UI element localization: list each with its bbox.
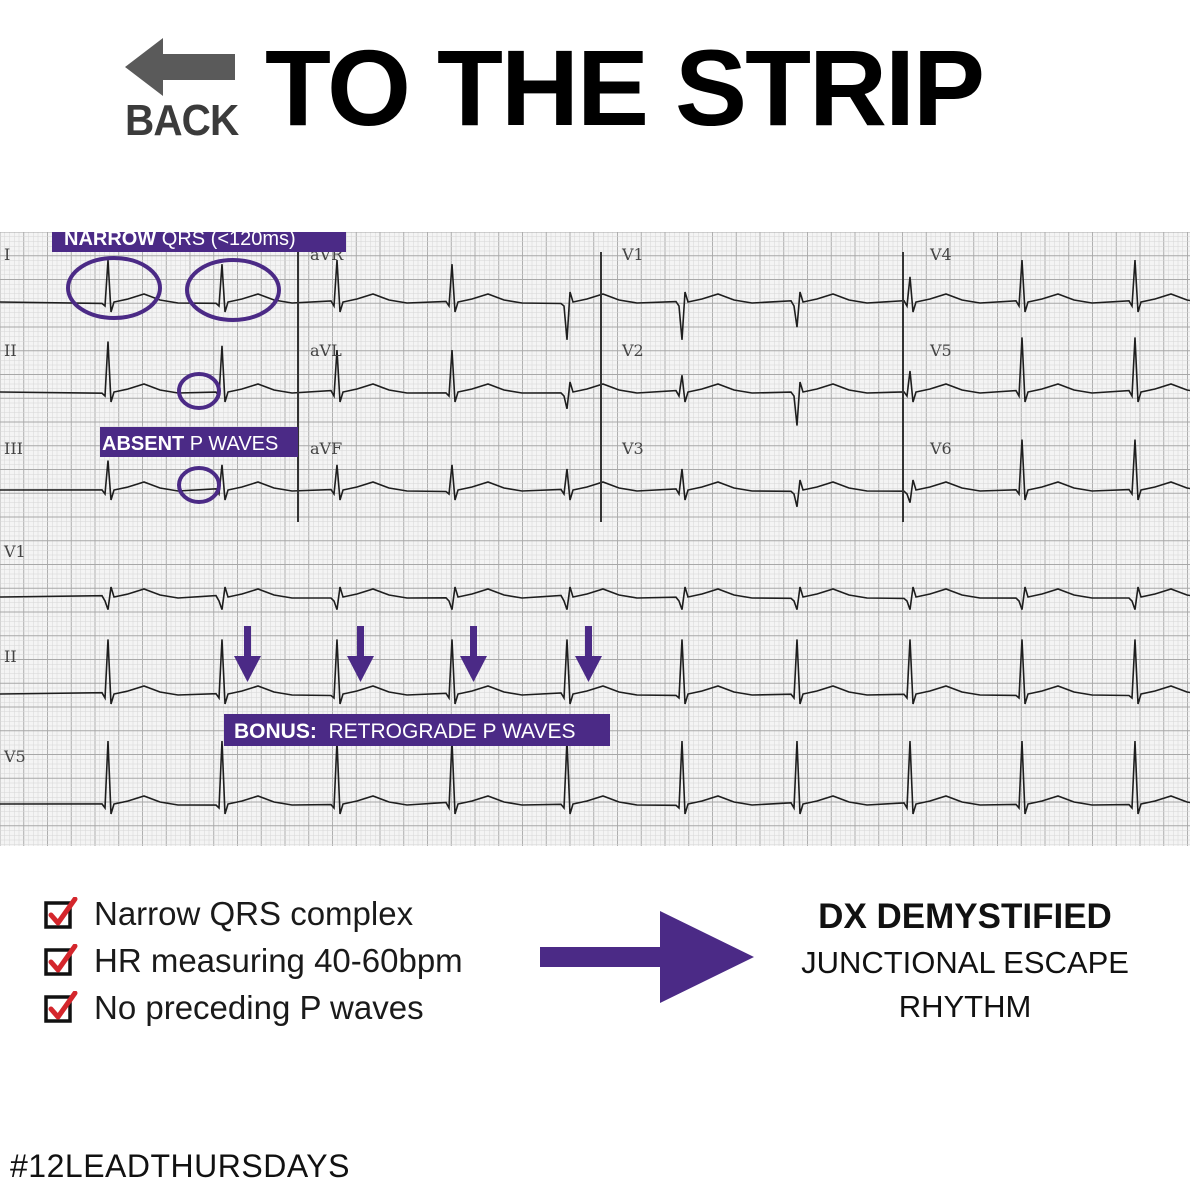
narrow-bold: NARROW — [64, 232, 156, 250]
checklist-item: Narrow QRS complex — [44, 890, 463, 937]
checklist-item: No preceding P waves — [44, 984, 463, 1031]
svg-text:ABSENT P WAVES: ABSENT P WAVES — [102, 433, 278, 455]
back-arrow-icon — [125, 38, 235, 96]
ecg-trace — [0, 337, 1190, 426]
ecg-trace — [0, 259, 1190, 340]
ecg-trace — [0, 586, 1190, 610]
diagnosis-line-1: JUNCTIONAL ESCAPE — [801, 945, 1129, 980]
ecg-trace — [0, 740, 1190, 815]
hashtag: #12LEADTHURSDAYS — [10, 1148, 350, 1184]
bonus-bold: BONUS: — [234, 720, 317, 743]
ecg-trace — [0, 639, 1190, 705]
retrograde-p-arrows — [234, 626, 602, 682]
diagnosis-title: DX DEMYSTIFIED — [818, 897, 1112, 936]
lead-label: V2 — [621, 341, 644, 360]
down-arrow-icon — [460, 626, 487, 682]
absent-p-circle-1 — [177, 372, 221, 410]
ecg-trace — [0, 439, 1190, 507]
lead-label: II — [4, 647, 17, 666]
lead-label: aVF — [310, 439, 342, 458]
absent-p-circle-2 — [177, 466, 221, 504]
findings-checklist: Narrow QRS complex HR measuring 40-60bpm… — [44, 890, 463, 1031]
narrow-rest: QRS (<120ms) — [156, 232, 295, 250]
down-arrow-icon — [575, 626, 602, 682]
lead-label: V5 — [929, 341, 952, 360]
down-arrow-icon — [347, 626, 374, 682]
lead-label: V4 — [929, 245, 952, 264]
diagnosis-block: DX DEMYSTIFIED JUNCTIONAL ESCAPE RHYTHM — [780, 893, 1150, 1029]
svg-text:NARROW QRS (<120ms): NARROW QRS (<120ms) — [64, 232, 296, 250]
lead-label: V3 — [621, 439, 644, 458]
lead-label: V1 — [621, 245, 644, 264]
checklist-text: Narrow QRS complex — [94, 894, 414, 932]
bonus-rest: RETROGRADE P WAVES — [317, 720, 576, 743]
absent-bold: ABSENT — [102, 433, 184, 455]
right-arrow-icon — [540, 911, 754, 1003]
back-button[interactable]: BACK — [125, 38, 243, 145]
checkbox-checked-icon — [44, 896, 78, 929]
checkbox-checked-icon — [44, 990, 78, 1023]
checkbox-checked-icon — [44, 943, 78, 976]
lead-label: V1 — [3, 542, 26, 561]
bonus-annotation: BONUS: RETROGRADE P WAVES — [224, 714, 610, 746]
ecg-grid — [0, 232, 1190, 846]
checklist-text: HR measuring 40-60bpm — [94, 941, 463, 979]
qrs-circle-2 — [185, 258, 281, 322]
narrow-qrs-annotation: NARROW QRS (<120ms) — [52, 232, 346, 322]
lead-label: II — [4, 341, 17, 360]
lead-separators — [297, 252, 904, 522]
back-label: BACK — [125, 96, 239, 145]
ecg-traces — [0, 259, 1190, 815]
qrs-circle-1 — [66, 256, 162, 320]
checklist-text: No preceding P waves — [94, 988, 424, 1026]
lead-label: III — [4, 439, 23, 458]
down-arrow-icon — [234, 626, 261, 682]
absent-p-annotation: ABSENT P WAVES — [100, 372, 298, 504]
svg-text:BONUS: RETROGRADE P WAVES: BONUS: RETROGRADE P WAVES — [234, 720, 576, 743]
page-title: TO THE STRIP — [265, 27, 985, 148]
lead-label: V6 — [929, 439, 952, 458]
lead-label: V5 — [3, 747, 26, 766]
lead-label: I — [4, 245, 10, 264]
lead-label: aVL — [310, 341, 342, 360]
checklist-item: HR measuring 40-60bpm — [44, 937, 463, 984]
diagnosis-line-2: RHYTHM — [898, 989, 1032, 1024]
absent-rest: P WAVES — [184, 433, 278, 455]
